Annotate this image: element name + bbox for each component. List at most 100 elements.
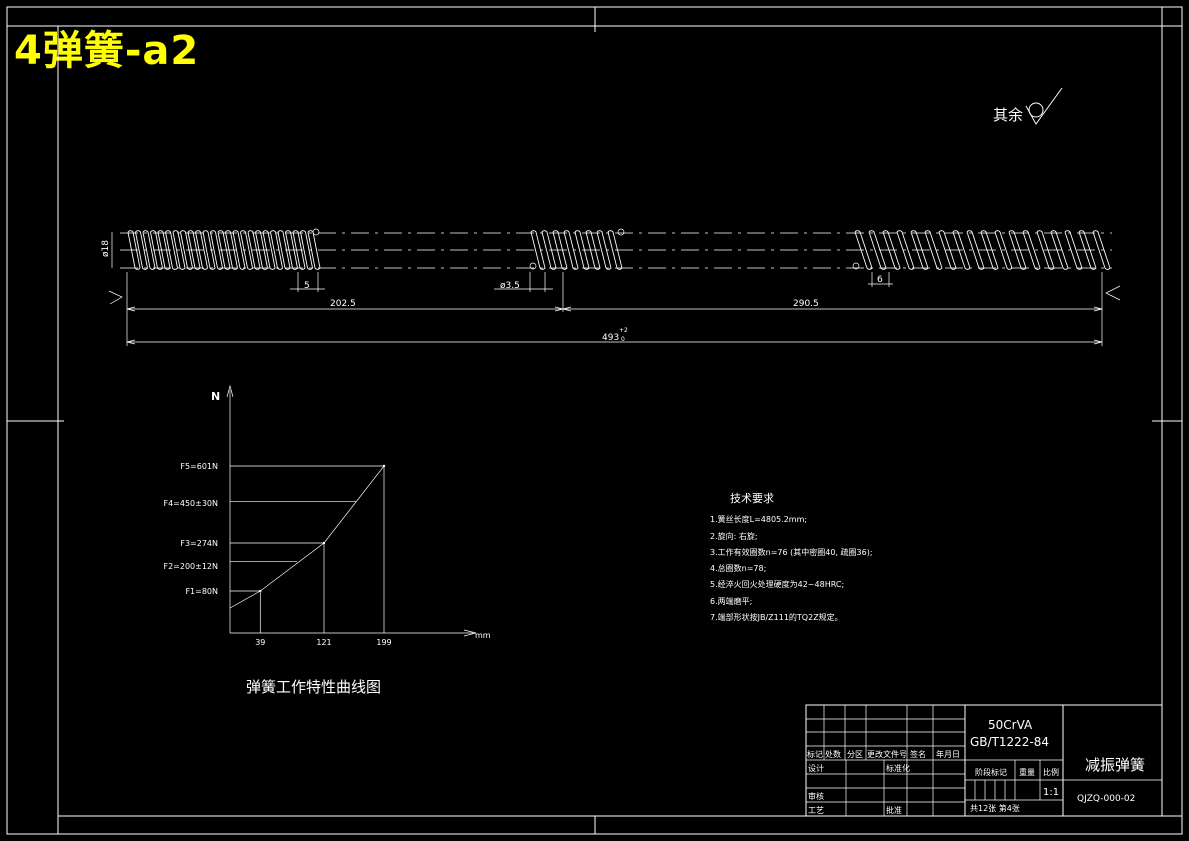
coil [980, 230, 999, 270]
y-tick-label: F2=200±12N [163, 562, 218, 571]
data-point [322, 541, 326, 545]
coil [135, 230, 148, 270]
tech-item-3: 3.工作有效圈数n=76 (其中密圈40, 疏圈36); [710, 547, 873, 557]
coil [994, 230, 1013, 270]
tech-item-2: 2.旋向: 右旋; [710, 531, 758, 541]
end-finish-right-icon [1105, 285, 1121, 301]
coil [607, 230, 623, 270]
tb-approve: 批准 [886, 805, 902, 815]
coil [910, 230, 929, 270]
data-point [382, 464, 386, 468]
characteristic-chart: N mm F5=601NF4=450±30NF3=274NF2=200±12NF… [163, 384, 491, 696]
y-tick-label: F1=80N [185, 587, 218, 596]
coil [172, 230, 186, 270]
tb-process: 工艺 [808, 806, 824, 815]
spring-view [120, 228, 1112, 270]
tb-standard: GB/T1222-84 [970, 735, 1049, 749]
coil [1022, 230, 1041, 270]
drawing-label: 4弹簧-a2 [14, 28, 200, 74]
tb-scale-label: 比例 [1043, 767, 1059, 777]
data-point [259, 589, 262, 593]
tb-drawing-no: QJZQ-000-02 [1077, 794, 1135, 804]
y-axis-label: N [211, 390, 220, 403]
chart-title: 弹簧工作特性曲线图 [246, 678, 381, 696]
coil [277, 230, 291, 270]
coil [1036, 230, 1055, 270]
coil [255, 230, 268, 270]
coil [195, 230, 208, 270]
tb-material: 50CrVA [988, 718, 1033, 732]
tb-weight: 重量 [1019, 767, 1035, 777]
tb-hdr-mark: 标记 [807, 749, 823, 759]
dim-wire-dia: ø3.5 [500, 281, 520, 291]
dim-pitch-right: 6 [877, 275, 883, 285]
tech-item-6: 6.两端磨平; [710, 596, 752, 606]
x-tick-label: 121 [316, 638, 331, 647]
coil [596, 230, 612, 270]
coil [1008, 230, 1027, 270]
coil [165, 230, 178, 270]
tb-hdr-sign: 签名 [910, 749, 926, 759]
coil [157, 230, 171, 270]
dim-total-tol-lower: 0 [621, 336, 625, 343]
coil [307, 230, 321, 270]
coil [247, 230, 261, 270]
tb-hdr-zone: 分区 [847, 750, 863, 759]
tech-item-4: 4.总圈数n=78; [710, 563, 766, 573]
coil [952, 230, 971, 270]
coils-dense-left [127, 230, 321, 270]
coil [285, 230, 298, 270]
tb-standardize: 标准化 [886, 763, 910, 773]
coil [180, 230, 193, 270]
dim-pitch-left: 5 [304, 281, 310, 291]
coil [585, 230, 601, 270]
tech-item-7: 7.端部形状按JB/Z111的TQ2Z规定。 [710, 612, 843, 622]
x-tick-label: 39 [255, 638, 265, 647]
tb-hdr-date: 年月日 [936, 749, 960, 759]
center-marks [7, 7, 1182, 834]
coil [202, 230, 216, 270]
coil [210, 230, 223, 270]
coil [882, 230, 901, 270]
coil [530, 230, 546, 270]
tech-heading: 技术要求 [730, 492, 774, 505]
end-finish-left-icon [108, 290, 123, 305]
coil [217, 230, 231, 270]
dimensions: ø18 5 ø3.5 6 202.5 290.5 493 +2 0 [101, 232, 1121, 346]
coil [232, 230, 246, 270]
coil [868, 230, 887, 270]
coil [574, 230, 590, 270]
dim-total: 493 [602, 333, 619, 343]
coil [924, 230, 943, 270]
dim-length-right: 290.5 [793, 299, 819, 309]
coil [563, 230, 579, 270]
coil [1078, 230, 1097, 270]
tb-sheets: 共12张 第4张 [970, 803, 1020, 813]
coil [966, 230, 985, 270]
coil [896, 230, 915, 270]
tb-review: 审核 [808, 791, 824, 801]
tb-design: 设计 [808, 763, 824, 773]
coil [150, 230, 163, 270]
y-tick-label: F3=274N [180, 539, 218, 548]
coil [240, 230, 253, 270]
tb-hdr-doc: 更改文件号 [867, 749, 907, 759]
y-tick-label: F5=601N [180, 462, 218, 471]
surface-finish-symbol: 其余 [993, 87, 1063, 125]
coil [142, 230, 156, 270]
coil [270, 230, 283, 270]
x-axis-label: mm [475, 631, 491, 640]
tb-stage-mark: 阶段标记 [975, 767, 1007, 777]
tech-requirements: 技术要求 1.簧丝长度L=4805.2mm; 2.旋向: 右旋; 3.工作有效圈… [710, 492, 873, 622]
tb-scale: 1:1 [1043, 787, 1059, 798]
tb-hdr-count: 处数 [825, 749, 841, 759]
coil [300, 230, 313, 270]
coil [552, 230, 568, 270]
coil [1050, 230, 1069, 270]
coil [1064, 230, 1083, 270]
dim-length-left: 202.5 [330, 299, 356, 309]
coil [187, 230, 201, 270]
coil [127, 230, 141, 270]
title-block: 标记 处数 分区 更改文件号 签名 年月日 设计 标准化 审核 工艺 批准 50… [805, 704, 1163, 817]
